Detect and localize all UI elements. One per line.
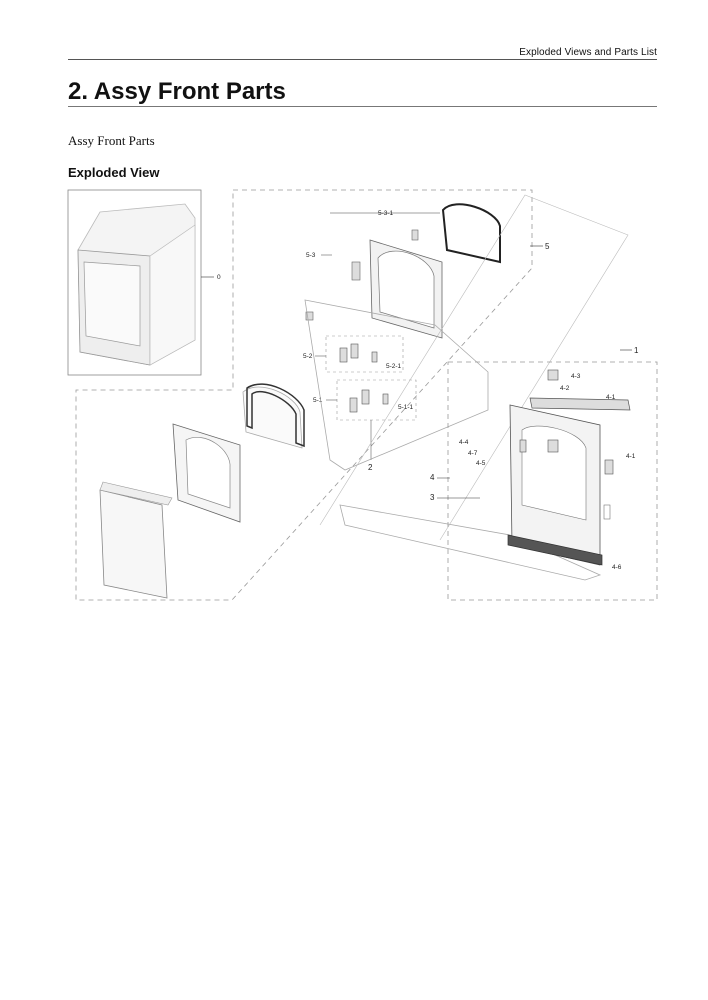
section-heading: Exploded View	[68, 165, 160, 180]
callout-4-2: 4-2	[560, 385, 570, 392]
front-panel	[507, 369, 631, 566]
callout-4-3: 4-3	[571, 373, 581, 380]
page-subtitle: Assy Front Parts	[68, 133, 155, 148]
title-rule	[68, 106, 657, 107]
callout-0: 0	[217, 274, 221, 281]
callout-2: 2	[368, 463, 373, 472]
callout-4-1a: 4-1	[606, 394, 616, 401]
hinge-group-5-2	[325, 335, 404, 373]
callout-5-3: 5-3	[306, 252, 316, 259]
callout-4-5: 4-5	[476, 460, 486, 467]
callout-5: 5	[545, 242, 550, 251]
page-title: 2. Assy Front Parts	[68, 78, 286, 105]
callout-4-1b: 4-1	[626, 453, 636, 460]
callout-1: 1	[634, 346, 639, 355]
door-group-boundary	[75, 189, 533, 601]
door-outer-assembly	[99, 383, 305, 599]
dryer-overview	[67, 189, 202, 376]
header-rule	[68, 59, 657, 60]
hinge-parts-5-1	[349, 389, 389, 413]
hinge-group-5-1	[336, 379, 417, 421]
callout-4-7: 4-7	[468, 450, 478, 457]
callout-4-4: 4-4	[459, 439, 469, 446]
hinge-parts-5-2	[339, 343, 378, 363]
front-panel-group-boundary	[447, 361, 658, 601]
callout-4: 4	[430, 473, 435, 482]
running-header: Exploded Views and Parts List	[519, 47, 657, 58]
callout-5-3-1: 5-3-1	[378, 210, 394, 217]
callout-5-2-1: 5-2-1	[386, 363, 402, 370]
callout-5-1-1: 5-1-1	[398, 404, 414, 411]
callout-3: 3	[430, 493, 435, 502]
door-inner-frame	[305, 203, 501, 339]
callout-5-1: 5-1	[313, 397, 323, 404]
callout-5-2: 5-2	[303, 353, 313, 360]
callout-4-6: 4-6	[612, 564, 622, 571]
